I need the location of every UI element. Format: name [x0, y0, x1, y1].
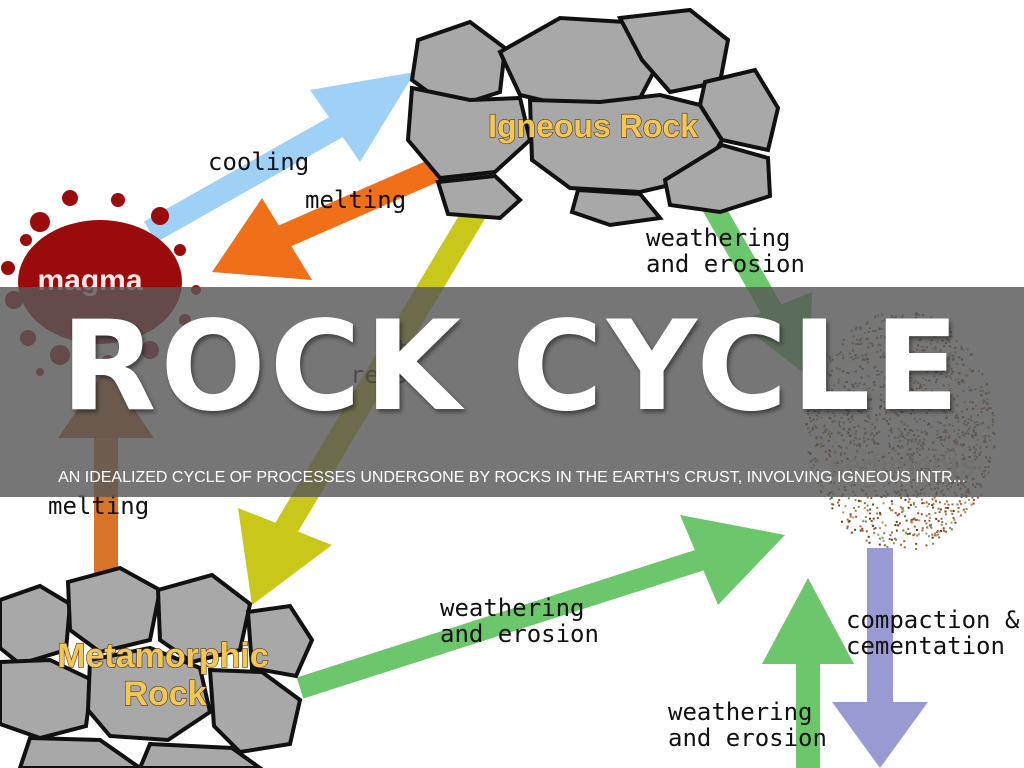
weathering-label-middle-1: weathering	[440, 594, 585, 622]
page-title: ROCK CYCLE	[60, 295, 964, 439]
melting-arrow-top	[212, 157, 445, 280]
cooling-label: cooling	[208, 148, 309, 176]
title-banner: ROCK CYCLE AN IDEALIZED CYCLE OF PROCESS…	[0, 287, 1024, 497]
metamorphic-rock-label-line2: Rock	[123, 675, 206, 713]
weathering-label-bottom-1: weathering	[668, 698, 813, 726]
igneous-rock-label: Igneous Rock	[488, 108, 698, 144]
weathering-label-top-1: weathering	[646, 224, 791, 252]
weathering-label-middle-2: and erosion	[440, 620, 599, 648]
weathering-arrow-middle	[296, 515, 785, 699]
metamorphic-rock-label-line1: Metamorphic	[57, 637, 269, 675]
weathering-label-bottom-2: and erosion	[668, 724, 827, 752]
page-subtitle: AN IDEALIZED CYCLE OF PROCESSES UNDERGON…	[58, 469, 966, 486]
compaction-arrow	[832, 548, 928, 768]
cooling-arrow	[144, 72, 415, 243]
igneous-rock-icon	[405, 7, 781, 228]
weathering-arrow-bottom	[762, 578, 854, 768]
melting-label-top: melting	[305, 186, 406, 214]
weathering-label-top-2: and erosion	[646, 250, 805, 278]
metamorphic-rock-icon	[0, 565, 315, 768]
compaction-label-1: compaction &	[846, 606, 1020, 634]
compaction-label-2: cementation	[846, 632, 1005, 660]
